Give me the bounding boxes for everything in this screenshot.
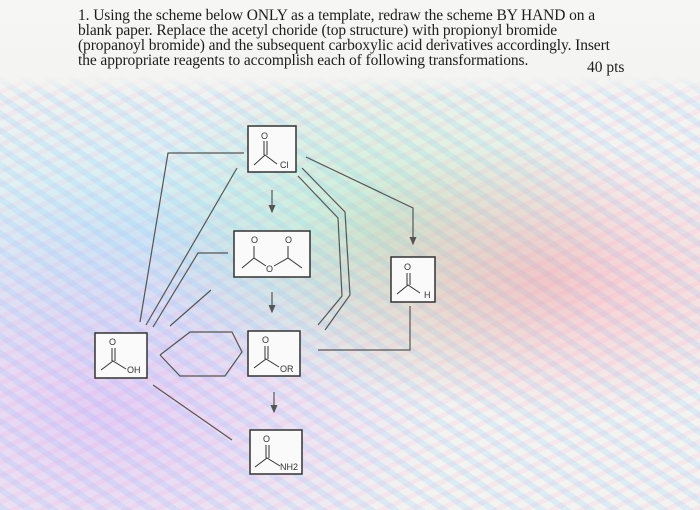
acid-chloride-structure: O Cl [247, 125, 297, 173]
path-aldehyde-to-ester [318, 306, 411, 351]
substituent-label: H [424, 290, 431, 300]
carbonyl-oxygen-label: O [263, 434, 270, 444]
bridging-oxygen-label: O [266, 264, 273, 274]
carbonyl-oxygen-label: O [262, 335, 269, 345]
substituent-label: OH [127, 365, 141, 375]
carbonyl-oxygen-label: O [109, 337, 116, 347]
question-body: Using the scheme below ONLY as a templat… [78, 7, 610, 69]
ester-structure: O OR [247, 330, 301, 377]
path-acid-to-anhydride-c [169, 289, 212, 327]
paper-header-area [0, 0, 700, 95]
path-chloride-to-ester [301, 167, 351, 331]
aldehyde-structure: O H [390, 256, 436, 303]
substituent-label: NH2 [280, 462, 298, 472]
carboxylic-acid-structure: O OH [94, 332, 148, 379]
substituent-label: Cl [280, 160, 289, 170]
carbonyl-oxygen-label: O [404, 262, 411, 272]
path-acid-to-chloride [139, 152, 244, 323]
points-value: 40 pts [587, 59, 625, 76]
question-text: 1. Using the scheme below ONLY as a temp… [78, 7, 623, 69]
carbonyl-oxygen-label: O [285, 235, 292, 245]
path-chloride-to-ester-inner [297, 175, 343, 326]
path-acid-to-amide [152, 384, 233, 441]
path-acid-ester-loop [159, 331, 243, 377]
path-acid-to-anhydride-b [152, 252, 228, 328]
path-acid-to-anhydride-a [145, 167, 238, 326]
arrow-chloride-to-aldehyde [305, 156, 417, 246]
vertical-arrows [268, 190, 278, 414]
carbonyl-oxygen-label: O [251, 235, 258, 245]
anhydride-structure: O O O [233, 230, 311, 278]
question-number: 1. [78, 7, 90, 24]
amide-structure: O NH2 [249, 429, 303, 475]
carbonyl-oxygen-label: O [261, 131, 268, 141]
connecting-lines [139, 152, 417, 441]
substituent-label: OR [280, 364, 294, 374]
